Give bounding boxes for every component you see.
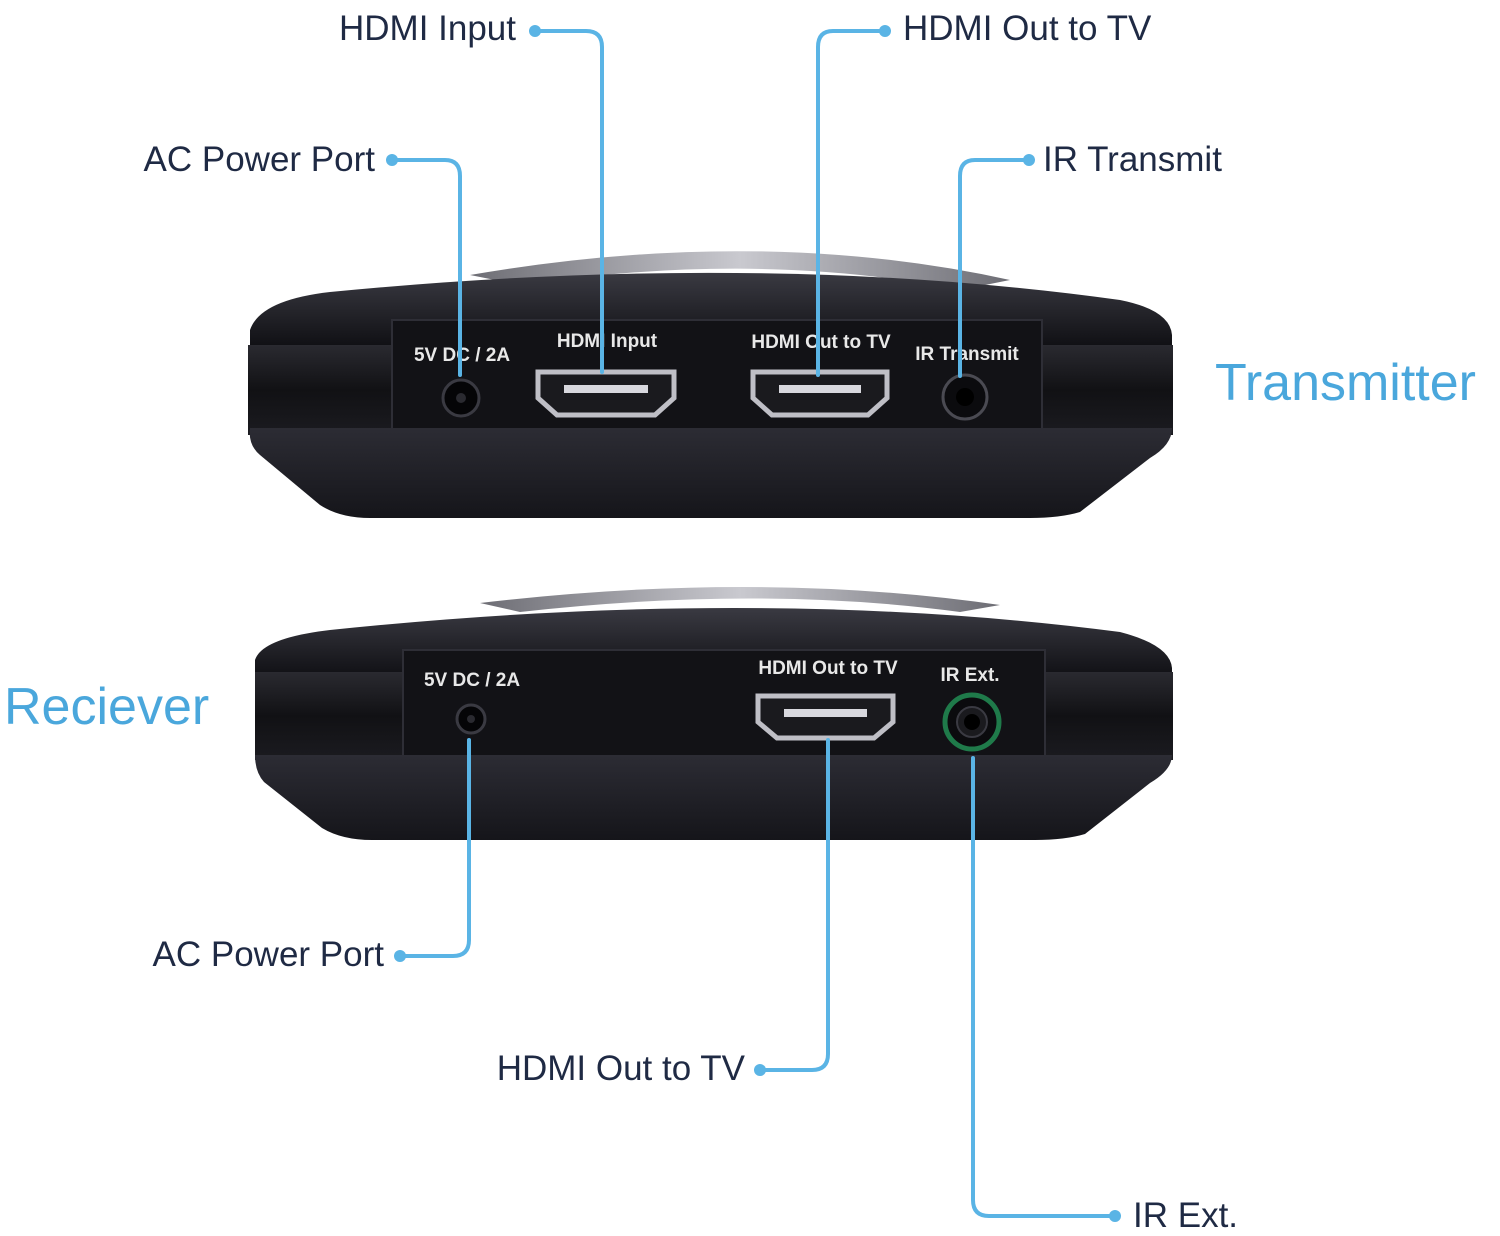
leader-receiver-ac-power: [394, 738, 471, 962]
callout-receiver-ir-ext: IR Ext.: [1133, 1196, 1238, 1235]
callout-transmitter-hdmi-input: HDMI Input: [339, 9, 516, 48]
receiver-ir-port-label: IR Ext.: [940, 665, 999, 686]
transmitter-hdmi-out-port-label: HDMI Out to TV: [751, 332, 891, 353]
leader-ir-transmit: [958, 154, 1035, 378]
transmitter-ir-port-label: IR Transmit: [915, 344, 1019, 365]
transmitter-base: [249, 428, 1172, 518]
dc-jack-icon: [455, 703, 487, 735]
callout-receiver-ac-power: AC Power Port: [153, 935, 385, 974]
receiver-hdmi-out-port-label: HDMI Out to TV: [758, 658, 898, 679]
leader-hdmi-out: [816, 25, 891, 377]
receiver-base: [255, 755, 1172, 840]
transmitter-hdmi-in-port-label: HDMI Input: [557, 331, 658, 352]
receiver-dc-port-label: 5V DC / 2A: [424, 670, 520, 691]
transmitter-recess: [391, 319, 1043, 439]
transmitter-title: Transmitter: [1215, 354, 1476, 412]
transmitter-dc-port-label: 5V DC / 2A: [414, 345, 510, 366]
hdmi-port-icon: [750, 369, 890, 418]
hdmi-port-icon: [755, 693, 896, 741]
receiver-title: Reciever: [4, 678, 209, 736]
audio-jack-icon: [942, 692, 1002, 752]
callout-transmitter-ac-power: AC Power Port: [144, 140, 376, 179]
callout-transmitter-hdmi-out: HDMI Out to TV: [903, 9, 1152, 48]
receiver-top-sheen: [480, 586, 1000, 612]
callout-transmitter-ir-transmit: IR Transmit: [1043, 140, 1222, 179]
receiver-device: 5V DC / 2A HDMI Out to TV IR Ext.: [255, 586, 1173, 840]
leader-receiver-hdmi-out: [754, 738, 830, 1076]
leader-hdmi-input: [529, 25, 604, 374]
callout-receiver-hdmi-out: HDMI Out to TV: [497, 1049, 746, 1088]
leader-ac-power: [386, 154, 462, 377]
hdmi-port-icon: [535, 369, 677, 418]
dc-jack-icon: [441, 378, 481, 418]
audio-jack-icon: [941, 373, 989, 421]
transmitter-device: 5V DC / 2A HDMI Input HDMI Out to TV IR …: [248, 251, 1173, 518]
receiver-recess: [402, 649, 1046, 766]
transmitter-top-sheen: [470, 251, 1010, 290]
leader-receiver-ir-ext: [971, 756, 1121, 1222]
